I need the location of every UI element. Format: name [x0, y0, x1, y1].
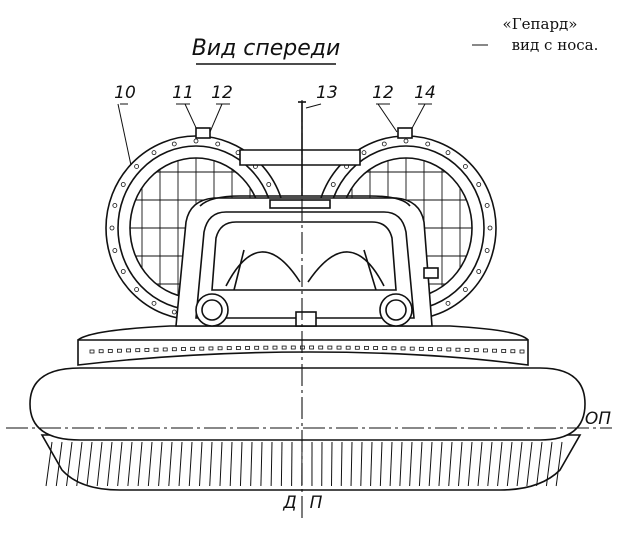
callout-12-left: 12 — [211, 83, 233, 103]
side-mirror — [424, 268, 438, 278]
headlight-right — [380, 294, 412, 326]
skirt-bag — [30, 368, 585, 440]
grille — [296, 312, 316, 326]
hull-deck-top-edge — [78, 326, 528, 340]
skirt-fringe — [42, 435, 580, 490]
callouts: 10 11 12 13 12 14 — [114, 83, 436, 103]
callout-12-right: 12 — [372, 83, 394, 103]
centerline-label-right: П — [310, 493, 323, 513]
skirt-stripe — [331, 442, 332, 486]
callout-10: 10 — [114, 83, 136, 103]
callout-14: 14 — [414, 83, 436, 103]
callout-11: 11 — [172, 83, 194, 103]
baseline-label: ОП — [585, 409, 611, 429]
skirt-stripe — [281, 442, 282, 486]
lamp-right — [398, 128, 412, 138]
cabin — [176, 196, 438, 326]
stabiliser — [240, 150, 360, 165]
roof-hatch — [270, 200, 330, 208]
centerline-label-left: Д — [282, 493, 296, 513]
callout-13: 13 — [316, 83, 338, 103]
view-title: Вид спереди — [192, 36, 341, 61]
hull-deck — [78, 340, 528, 365]
caption-title: «Гепард» — [503, 15, 578, 33]
caption-subtitle: вид с носа. — [512, 36, 599, 54]
headlight-left — [196, 294, 228, 326]
lamp-left — [196, 128, 210, 138]
